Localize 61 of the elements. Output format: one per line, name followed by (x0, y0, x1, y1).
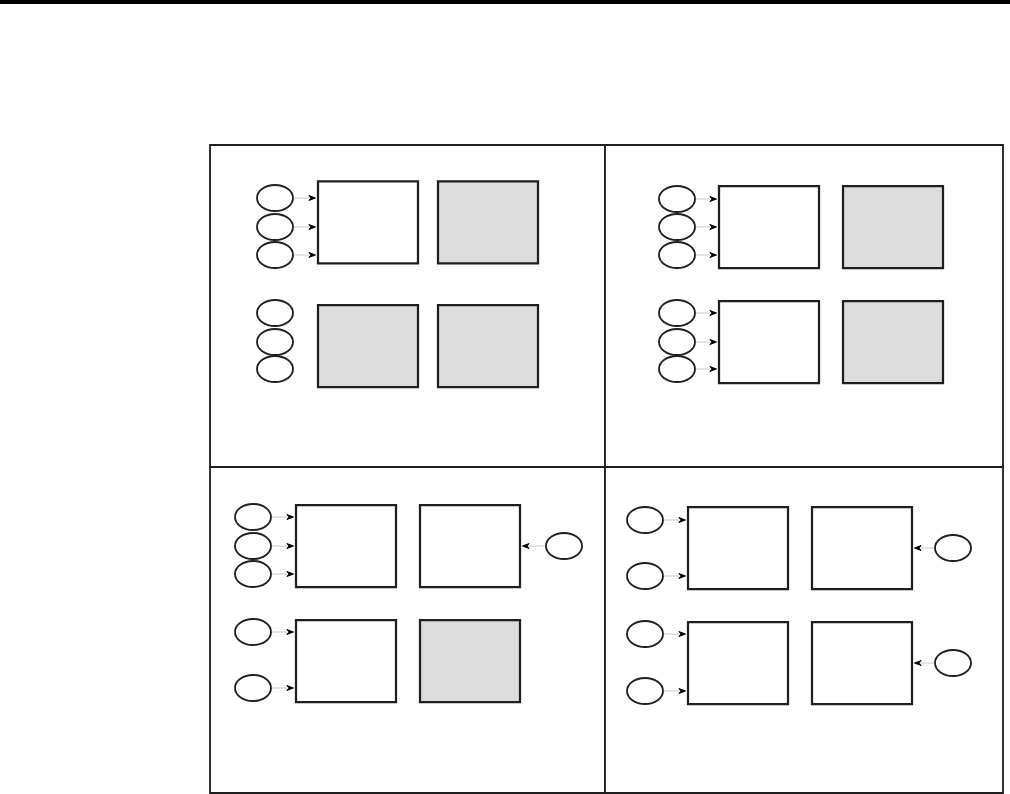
ellipse (658, 299, 696, 327)
arrow (663, 573, 686, 579)
shaded-rectangle (418, 618, 522, 704)
arrow (695, 339, 717, 345)
rectangle (316, 180, 420, 265)
arrow (695, 252, 717, 258)
rectangle (294, 618, 398, 704)
arrow (271, 514, 294, 520)
arrow (663, 631, 686, 637)
arrow (695, 224, 717, 230)
arrow (695, 196, 717, 202)
ellipse (626, 620, 664, 648)
ellipse (256, 355, 294, 383)
shaded-rectangle (841, 299, 945, 385)
arrow (271, 685, 294, 691)
ellipse (658, 241, 696, 269)
arrow (271, 571, 294, 577)
ellipse (234, 674, 272, 702)
rectangle (810, 505, 914, 591)
ellipse (626, 506, 664, 534)
rectangle (717, 299, 821, 385)
ellipse (256, 299, 294, 327)
ellipse (934, 649, 972, 677)
ellipse (545, 532, 583, 560)
arrow (271, 543, 294, 549)
shaded-rectangle (316, 303, 420, 389)
arrow (522, 543, 546, 549)
arrow (293, 195, 316, 201)
ellipse (234, 532, 272, 560)
ellipse (626, 562, 664, 590)
arrow (695, 310, 717, 316)
ellipse (658, 213, 696, 241)
ellipse (626, 677, 664, 705)
ellipse (658, 185, 696, 213)
ellipse (234, 560, 272, 588)
arrow (663, 517, 686, 523)
arrow (293, 224, 316, 230)
rectangle (294, 503, 398, 589)
ellipse (256, 184, 294, 212)
arrow (271, 629, 294, 635)
rectangle (717, 184, 821, 270)
ellipse (658, 328, 696, 356)
arrow (914, 545, 935, 551)
ellipse (934, 534, 972, 562)
shaded-rectangle (436, 180, 540, 265)
ellipse (658, 355, 696, 383)
ellipse (256, 328, 294, 356)
rectangle (686, 505, 790, 591)
shaded-rectangle (841, 184, 945, 270)
arrow (914, 660, 935, 666)
arrow (293, 252, 316, 258)
ellipse (256, 241, 294, 269)
rectangle (810, 620, 914, 706)
arrow (695, 366, 717, 372)
ellipse (234, 503, 272, 531)
ellipse (234, 618, 272, 646)
arrow (663, 688, 686, 694)
rectangle (418, 503, 522, 589)
ellipse (256, 213, 294, 241)
shaded-rectangle (436, 303, 540, 389)
rectangle (686, 620, 790, 706)
